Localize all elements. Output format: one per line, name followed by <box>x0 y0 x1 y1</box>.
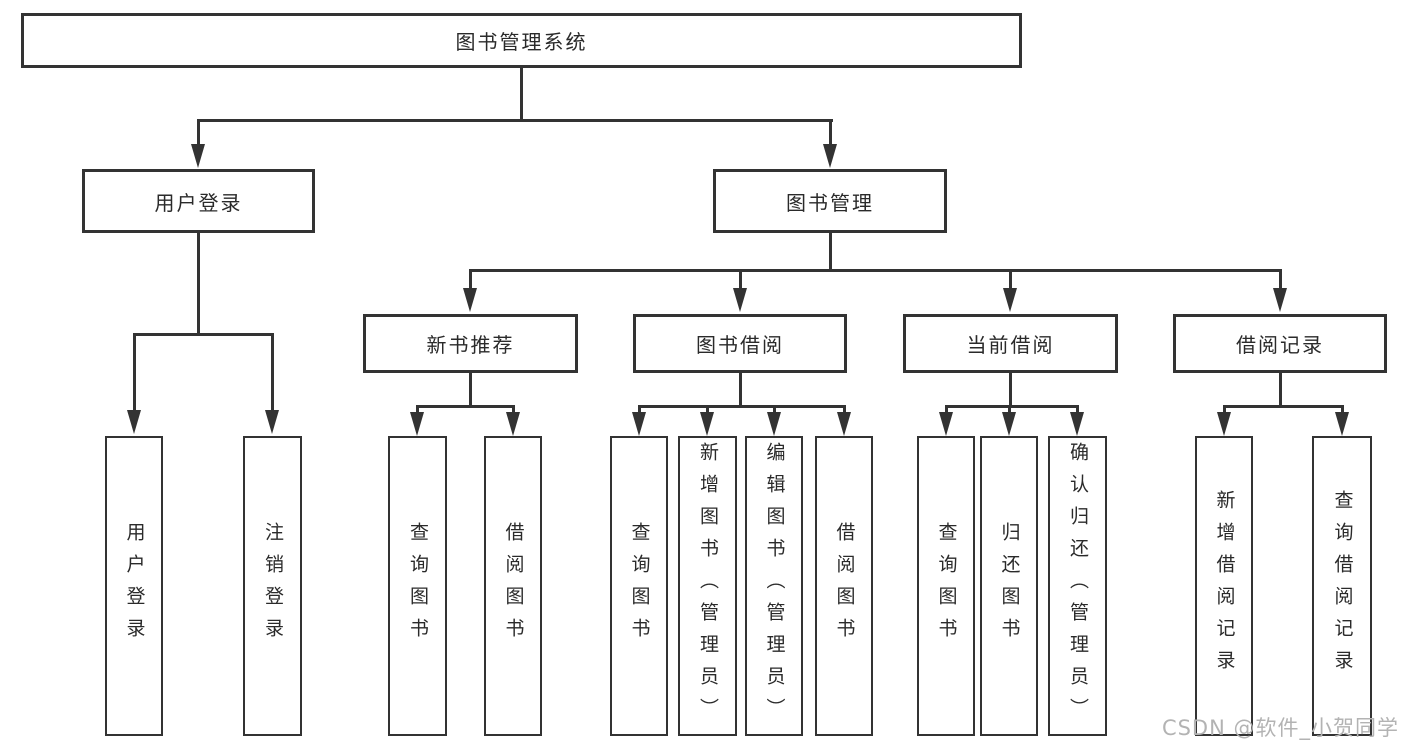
node-leaf-return-books: 归还图书 <box>980 436 1038 736</box>
connector-g4-leaf2-shaft <box>1008 405 1011 417</box>
arrowhead-g2-leaf1-icon <box>410 412 424 436</box>
node-book-management: 图书管理 <box>713 169 947 233</box>
node-leaf-query-books-3: 查询图书 <box>917 436 975 736</box>
arrowhead-g2-leaf2-icon <box>506 412 520 436</box>
connector-borrowing-stub <box>739 371 742 408</box>
node-leaf-borrow-books-1: 借阅图书 <box>484 436 542 736</box>
node-leaf-confirm-return-admin: 确认归还（管理员） <box>1048 436 1107 736</box>
node-leaf-query-borrow-record-label: 查询借阅记录 <box>1331 490 1354 682</box>
arrowhead-g3-leaf4-icon <box>837 412 851 436</box>
arrowhead-g5-leaf2-icon <box>1335 412 1349 436</box>
watermark: CSDN @软件_小贺同学 <box>1161 716 1399 740</box>
connector-level2-hline <box>197 119 833 122</box>
connector-book-mgmt-shaft <box>829 119 832 147</box>
node-root: 图书管理系统 <box>21 13 1022 68</box>
connector-current-stub <box>1009 371 1012 408</box>
connector-g4-leaf3-shaft <box>1076 405 1079 417</box>
arrowhead-leaf-logout-icon <box>265 410 279 434</box>
arrowhead-g4-leaf2-icon <box>1002 412 1016 436</box>
connector-root-stub <box>520 66 523 122</box>
connector-g3-leaf1-shaft <box>638 405 641 417</box>
node-borrowing-records-label: 借阅记录 <box>1236 333 1324 357</box>
connector-user-login-hline <box>133 333 274 336</box>
node-leaf-query-borrow-record: 查询借阅记录 <box>1312 436 1372 736</box>
node-leaf-borrow-books-2-label: 借阅图书 <box>833 522 856 650</box>
node-leaf-borrow-books-1-label: 借阅图书 <box>502 522 525 650</box>
connector-book-mgmt-stub <box>829 230 832 272</box>
node-leaf-query-books-3-label: 查询图书 <box>935 522 958 650</box>
connector-g5-leaf2-shaft <box>1341 405 1344 417</box>
node-leaf-borrow-books-2: 借阅图书 <box>815 436 873 736</box>
connector-current-hline <box>945 405 1079 408</box>
arrowhead-newbook-icon <box>463 288 477 312</box>
connector-g5-leaf1-shaft <box>1223 405 1226 417</box>
connector-newbook-hline <box>416 405 515 408</box>
connector-g3-leaf4-shaft <box>843 405 846 417</box>
connector-current-shaft <box>1009 269 1012 291</box>
node-borrowing-records: 借阅记录 <box>1173 314 1387 373</box>
node-leaf-add-borrow-record: 新增借阅记录 <box>1195 436 1253 736</box>
connector-g3-leaf3-shaft <box>773 405 776 417</box>
arrowhead-book-mgmt-icon <box>823 144 837 168</box>
arrowhead-g3-leaf1-icon <box>632 412 646 436</box>
connector-g2-leaf1-shaft <box>416 405 419 417</box>
node-leaf-edit-books-admin-label: 编辑图书（管理员） <box>763 442 786 730</box>
node-leaf-add-books-admin-label: 新增图书（管理员） <box>697 442 719 730</box>
connector-records-hline <box>1223 405 1343 408</box>
node-user-login-label: 用户登录 <box>154 190 243 215</box>
node-current-borrowing: 当前借阅 <box>903 314 1118 373</box>
node-leaf-query-books-2: 查询图书 <box>610 436 668 736</box>
arrowhead-g4-leaf3-icon <box>1070 412 1084 436</box>
node-leaf-user-login: 用户登录 <box>105 436 163 736</box>
node-leaf-query-books-1: 查询图书 <box>388 436 447 736</box>
node-new-book-recommend-label: 新书推荐 <box>426 333 515 357</box>
connector-records-stub <box>1279 371 1282 408</box>
connector-records-shaft <box>1279 269 1282 291</box>
arrowhead-g4-leaf1-icon <box>939 412 953 436</box>
connector-newbook-stub <box>469 371 472 408</box>
connector-g4-leaf1-shaft <box>945 405 948 417</box>
arrowhead-borrowing-icon <box>733 288 747 312</box>
node-leaf-query-books-1-label: 查询图书 <box>407 522 429 650</box>
node-book-borrowing-label: 图书借阅 <box>696 333 784 357</box>
connector-newbook-shaft <box>469 269 472 291</box>
arrowhead-g5-leaf1-icon <box>1217 412 1231 436</box>
node-leaf-edit-books-admin: 编辑图书（管理员） <box>745 436 803 736</box>
node-leaf-add-borrow-record-label: 新增借阅记录 <box>1213 490 1236 682</box>
node-leaf-return-books-label: 归还图书 <box>998 522 1021 650</box>
connector-borrowing-shaft <box>739 269 742 291</box>
node-root-label: 图书管理系统 <box>455 30 588 54</box>
node-leaf-add-books-admin: 新增图书（管理员） <box>678 436 737 736</box>
node-leaf-user-login-label: 用户登录 <box>123 522 146 650</box>
arrowhead-user-login-icon <box>191 144 205 168</box>
node-leaf-query-books-2-label: 查询图书 <box>628 522 651 650</box>
node-leaf-logout: 注销登录 <box>243 436 302 736</box>
node-new-book-recommend: 新书推荐 <box>363 314 578 373</box>
arrowhead-g3-leaf2-icon <box>700 412 714 436</box>
connector-borrowing-hline <box>638 405 846 408</box>
node-leaf-confirm-return-admin-label: 确认归还（管理员） <box>1067 442 1089 730</box>
connector-leaf-logout-shaft <box>271 333 274 413</box>
node-current-borrowing-label: 当前借阅 <box>966 333 1055 357</box>
arrowhead-leaf-login-icon <box>127 410 141 434</box>
node-book-management-label: 图书管理 <box>786 190 874 215</box>
connector-g2-leaf2-shaft <box>512 405 515 417</box>
node-book-borrowing: 图书借阅 <box>633 314 847 373</box>
arrowhead-current-icon <box>1003 288 1017 312</box>
connector-g3-leaf2-shaft <box>706 405 709 417</box>
arrowhead-g3-leaf3-icon <box>767 412 781 436</box>
arrowhead-records-icon <box>1273 288 1287 312</box>
connector-user-login-shaft <box>197 119 200 147</box>
node-user-login: 用户登录 <box>82 169 315 233</box>
connector-user-login-stub <box>197 231 200 336</box>
node-leaf-logout-label: 注销登录 <box>262 522 284 650</box>
connector-leaf-login-shaft <box>133 333 136 413</box>
connector-level3-hline <box>469 269 1282 272</box>
